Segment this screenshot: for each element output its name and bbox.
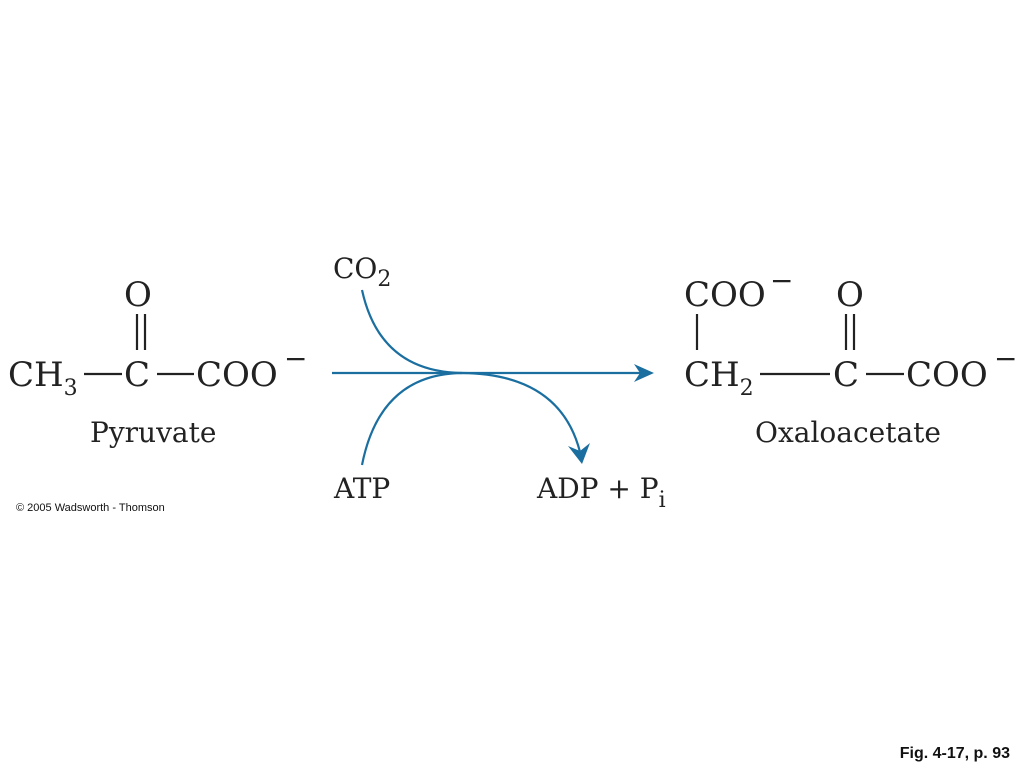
figure-reference: Fig. 4-17, p. 93	[900, 745, 1010, 762]
atp-input-curve	[360, 371, 463, 466]
pyruvate-charge: −	[284, 342, 307, 375]
co2-label: CO2	[333, 252, 391, 292]
oxaloacetate-charge: −	[994, 342, 1017, 375]
oxaloacetate-top-carboxylate: COO	[684, 275, 766, 315]
pyruvate-ch3: CH3	[8, 355, 78, 401]
copyright-notice: © 2005 Wadsworth - Thomson	[16, 502, 165, 514]
pyruvate-label: Pyruvate	[90, 416, 216, 449]
adp-output-curve	[461, 371, 582, 453]
reaction-arrows	[332, 289, 654, 466]
oxaloacetate-top-charge: −	[770, 264, 793, 297]
oxaloacetate-label: Oxaloacetate	[755, 416, 941, 449]
oxaloacetate-carbon: C	[833, 355, 859, 395]
pyruvate-carbon: C	[124, 355, 150, 395]
co2-input-curve	[360, 289, 463, 375]
adp-pi-label: ADP + Pi	[536, 472, 666, 513]
main-arrow-head	[634, 364, 654, 382]
adp-arrow-head	[568, 443, 590, 464]
pyruvate-carboxylate: COO	[196, 355, 278, 395]
oxaloacetate-carboxylate: COO	[906, 355, 988, 395]
pyruvate-structure: O CH3 C COO − Pyruvate	[8, 275, 307, 449]
atp-label: ATP	[333, 472, 390, 505]
oxaloacetate-ch2: CH2	[684, 355, 754, 401]
oxaloacetate-carbonyl-oxygen: O	[836, 275, 864, 315]
pyruvate-carbonyl-oxygen: O	[124, 275, 152, 315]
oxaloacetate-structure: COO − O CH2 C COO − Oxaloacetate	[684, 264, 1017, 449]
